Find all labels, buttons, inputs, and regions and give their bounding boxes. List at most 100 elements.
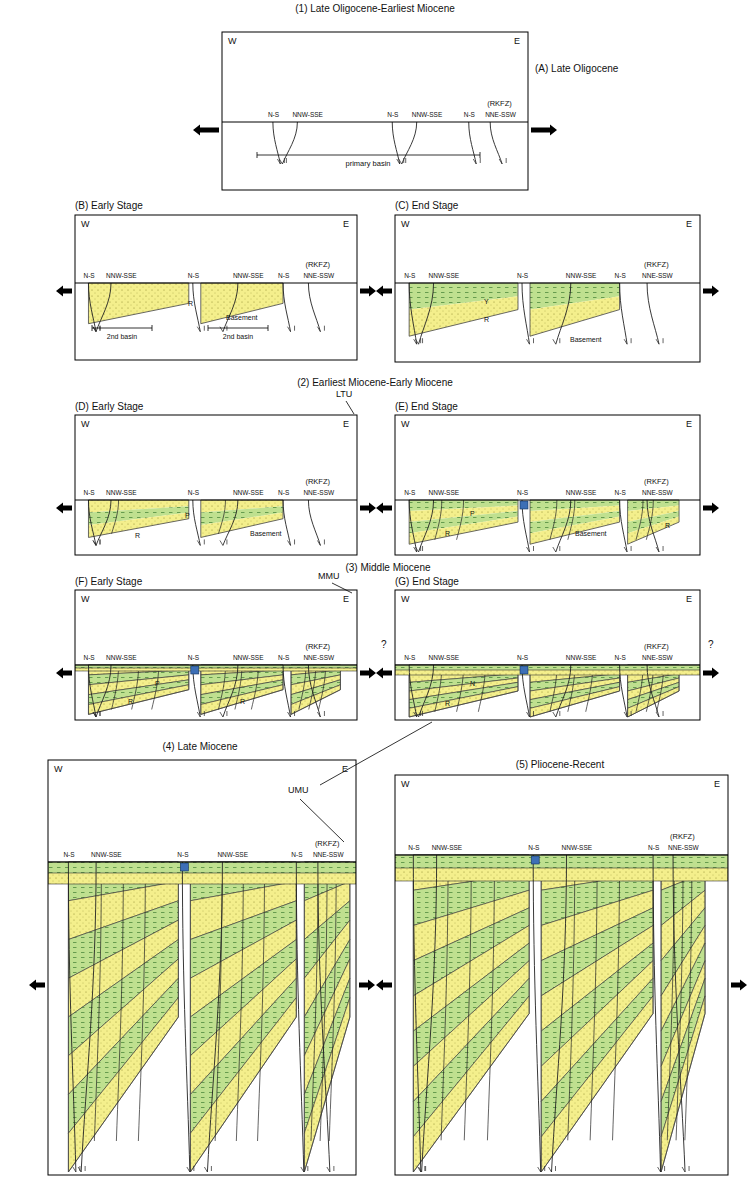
fault-trend-label: N-S bbox=[517, 655, 528, 662]
panel-geology bbox=[273, 122, 506, 164]
unconformity-label: MMU bbox=[318, 572, 340, 581]
fault-motion-mark bbox=[418, 1166, 425, 1172]
panel-frame bbox=[222, 32, 528, 190]
fault-line bbox=[112, 665, 119, 709]
extension-arrow bbox=[731, 980, 747, 991]
fault-line bbox=[636, 500, 643, 540]
fault-line bbox=[96, 500, 111, 545]
fault-motion-mark bbox=[682, 1166, 689, 1172]
stage-heading: (G) End Stage bbox=[395, 577, 459, 587]
extension-arrow bbox=[56, 668, 72, 679]
direction-label: E bbox=[342, 765, 348, 774]
unit-label: R bbox=[445, 530, 450, 537]
basin-bracket bbox=[268, 325, 269, 331]
fault-line bbox=[308, 500, 320, 545]
basin-bracket bbox=[92, 325, 93, 331]
panel-frame bbox=[395, 415, 700, 555]
sediment-layer bbox=[413, 996, 529, 1172]
extension-arrow bbox=[193, 125, 219, 136]
unit-label: P bbox=[155, 680, 160, 687]
fault-motion-mark bbox=[416, 338, 423, 344]
sediment-layer bbox=[68, 998, 178, 1172]
basin-outline bbox=[201, 500, 283, 537]
direction-label: E bbox=[343, 420, 349, 429]
fault-line bbox=[620, 665, 628, 717]
basin-outline bbox=[304, 862, 350, 1172]
fault-trend-label: NNW-SSE bbox=[106, 655, 137, 662]
sediment-layer bbox=[291, 685, 340, 715]
extension-arrow bbox=[376, 286, 392, 297]
fault-motion-mark bbox=[317, 711, 324, 717]
fault-line bbox=[647, 500, 659, 552]
fault-line bbox=[96, 665, 111, 717]
fault-trend-label: NNW-SSE bbox=[233, 655, 264, 662]
fault-line bbox=[182, 862, 190, 1172]
basin-label: 2nd basin bbox=[223, 333, 253, 340]
fault-trend-label: N-S bbox=[517, 490, 528, 497]
fault-line bbox=[258, 862, 265, 1141]
basin-outline bbox=[201, 665, 283, 714]
basin-outline bbox=[190, 862, 296, 1172]
sediment-layer bbox=[409, 296, 518, 336]
fault-trend-label: N-S bbox=[188, 490, 199, 497]
fault-motion-mark bbox=[93, 539, 100, 545]
fault-line bbox=[68, 862, 76, 1172]
fault-motion-mark bbox=[187, 1166, 194, 1172]
direction-label: E bbox=[343, 595, 349, 604]
fault-motion-mark bbox=[220, 326, 227, 332]
fault-line bbox=[138, 862, 145, 1141]
sediment-layer bbox=[661, 996, 705, 1172]
extension-arrow bbox=[360, 668, 376, 679]
direction-label: E bbox=[514, 37, 520, 46]
fault-motion-mark bbox=[499, 158, 506, 164]
fault-motion-mark bbox=[658, 1166, 665, 1172]
fault-line bbox=[419, 665, 434, 717]
fault-line bbox=[88, 500, 96, 545]
period-heading: (1) Late Oligocene-Earliest Miocene bbox=[295, 4, 455, 14]
fault-line bbox=[556, 665, 571, 717]
fault-motion-mark bbox=[527, 338, 534, 344]
fault-motion-mark bbox=[204, 1166, 211, 1172]
fault-trend-label: N-S bbox=[404, 490, 415, 497]
fault-trend-label: N-S bbox=[615, 490, 626, 497]
fault-line bbox=[490, 122, 502, 164]
fault-motion-mark bbox=[416, 546, 423, 552]
extension-arrow bbox=[703, 668, 719, 679]
fault-line bbox=[152, 665, 159, 709]
fault-motion-mark bbox=[220, 711, 227, 717]
panel-frame bbox=[395, 775, 728, 1175]
fault-trend-label: NNW-SSE bbox=[432, 845, 463, 852]
fault-line bbox=[116, 862, 123, 1141]
panel-frame bbox=[395, 590, 700, 720]
fault-motion-mark bbox=[624, 711, 631, 717]
extension-arrow bbox=[376, 980, 392, 991]
panel-frame bbox=[395, 215, 700, 362]
fault-motion-mark bbox=[197, 326, 204, 332]
sediment-layer bbox=[201, 512, 283, 537]
fault-zone-label: (RKFZ) bbox=[644, 261, 669, 269]
sediment-layer bbox=[541, 996, 653, 1172]
fault-trend-label: NNW-SSE bbox=[566, 490, 597, 497]
cover-layer bbox=[75, 665, 357, 671]
period-heading: (5) Pliocene-Recent bbox=[516, 760, 604, 770]
fault-motion-mark bbox=[553, 546, 560, 552]
fault-motion-mark bbox=[317, 326, 324, 332]
period-heading: (3) Middle Miocene bbox=[345, 563, 430, 573]
fault-motion-mark bbox=[317, 539, 324, 545]
fault-trend-label: N-S bbox=[615, 655, 626, 662]
fault-line bbox=[193, 500, 201, 545]
direction-label: W bbox=[54, 765, 63, 774]
fault-motion-mark bbox=[527, 546, 534, 552]
fault-motion-mark bbox=[288, 711, 295, 717]
fault-line bbox=[590, 855, 597, 1140]
basin-bracket bbox=[208, 325, 209, 331]
panel-geology bbox=[395, 855, 728, 1172]
basin-label: primary basin bbox=[345, 160, 390, 168]
fault-trend-label: N-S bbox=[278, 490, 289, 497]
fault-line bbox=[409, 500, 417, 552]
sediment-layer bbox=[409, 687, 518, 717]
stage-heading: (D) Early Stage bbox=[75, 402, 143, 412]
extension-arrow bbox=[703, 503, 719, 514]
extension-arrow bbox=[56, 503, 72, 514]
fault-line bbox=[296, 862, 304, 1172]
